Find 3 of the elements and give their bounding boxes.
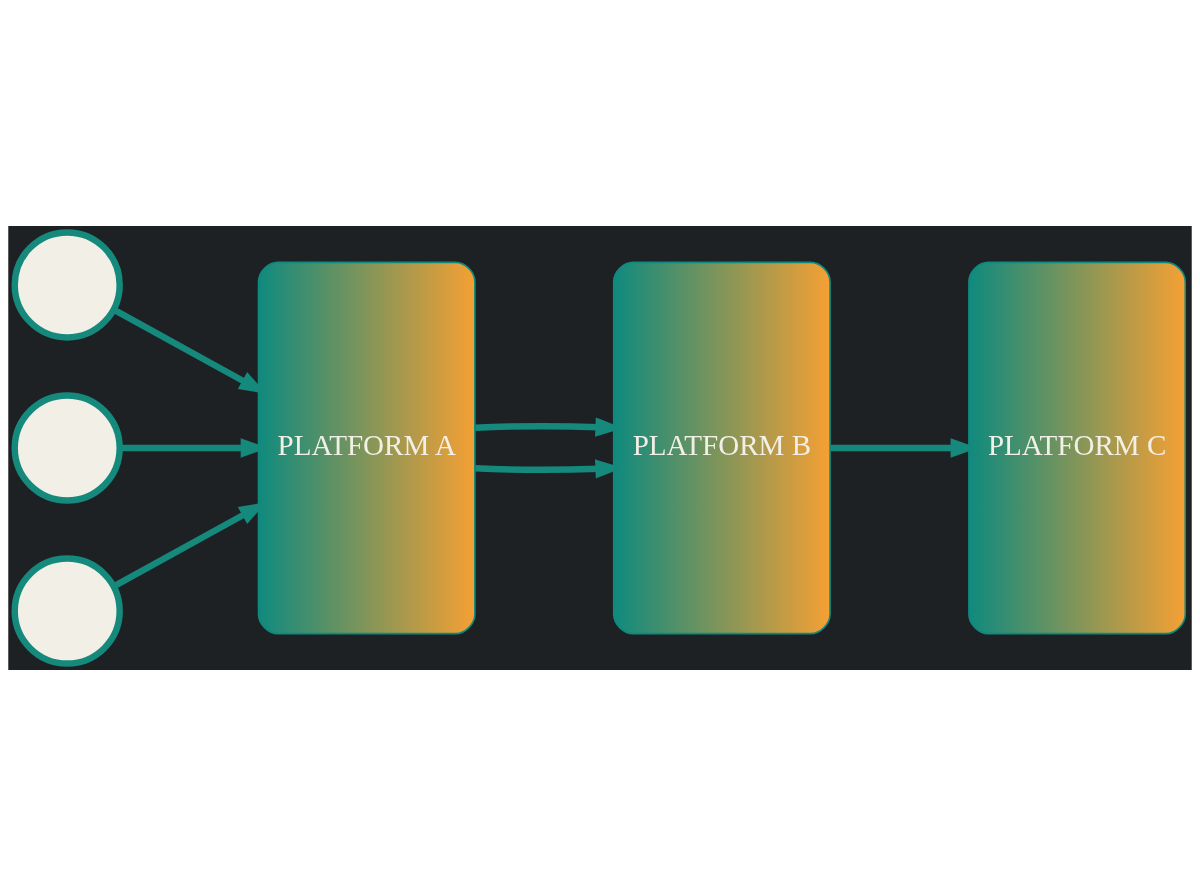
node-person [11, 555, 123, 667]
node-person [11, 392, 123, 504]
node-person [11, 229, 123, 341]
